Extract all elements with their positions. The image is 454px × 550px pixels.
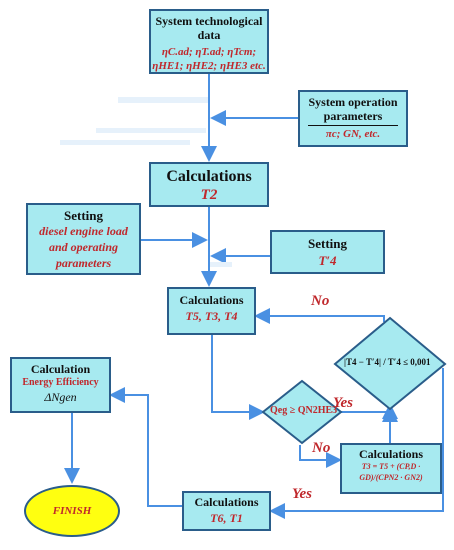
finish-terminal: FINISH xyxy=(24,485,120,537)
setting-engine-box: Setting diesel engine load and operating… xyxy=(26,203,141,275)
calc-t5-box: Calculations T5, T3, T4 xyxy=(167,287,256,335)
decision-diamond xyxy=(261,379,343,445)
setting-engine-title: Setting xyxy=(64,208,103,223)
finish-label: FINISH xyxy=(52,505,92,517)
setting-engine-text: diesel engine load and operating paramet… xyxy=(39,224,128,270)
decision-expression: Qeg ≥ QN2HE3 xyxy=(270,405,338,416)
label-yes-bottom: Yes xyxy=(292,486,312,502)
arrow-check-no xyxy=(254,308,385,324)
calc-t5-value: T5, T3, T4 xyxy=(185,309,238,323)
ghost-mark xyxy=(96,128,206,133)
operation-title: System operation parameters xyxy=(308,95,398,123)
calc-t3-title: Calculations xyxy=(358,447,423,461)
calc-t2-box: Calculations T2 xyxy=(149,162,269,207)
efficiency-value: ΔNgen xyxy=(44,390,77,404)
calc-t3-formula: T3 = T5 + (CP,D · GD)/(CPN2 · GN2) xyxy=(359,462,423,482)
arrow-check-yes xyxy=(269,368,444,519)
calc-t6-value: T6, T1 xyxy=(210,511,243,525)
ghost-mark xyxy=(210,262,232,267)
tech-data-line1: ηC.ad; ηT.ad; ηTcm; xyxy=(161,46,257,58)
efficiency-title: Calculation xyxy=(30,362,91,376)
label-no-top: No xyxy=(311,293,330,309)
check-expression: |T4 − T′4| / T′4 ≤ 0,001 xyxy=(344,357,431,367)
arrow-decision-no xyxy=(299,445,342,468)
tech-data-line2: ηHE1; ηHE2; ηHE3 etc. xyxy=(152,60,266,72)
calc-t3-box: Calculations T3 = T5 + (CP,D · GD)/(CPN2… xyxy=(340,443,442,494)
operation-box: System operation parameters πc; GN, etc. xyxy=(298,90,408,147)
calc-t6-title: Calculations xyxy=(194,495,259,509)
calc-t5-title: Calculations xyxy=(179,293,244,307)
ghost-mark xyxy=(118,97,208,103)
calc-t6-box: Calculations T6, T1 xyxy=(182,491,271,531)
label-yes-mid: Yes xyxy=(333,395,353,411)
tech-data-title: System technological data xyxy=(155,14,263,42)
tech-data-box: System technological data ηC.ad; ηT.ad; … xyxy=(149,9,269,74)
calc-t2-value: T2 xyxy=(200,187,218,203)
arrow-t6-to-efficiency xyxy=(109,387,182,507)
efficiency-box: Calculation Energy Efficiency ΔNgen xyxy=(10,357,111,413)
efficiency-subtitle: Energy Efficiency xyxy=(22,377,99,388)
operation-params: πc; GN, etc. xyxy=(325,128,381,140)
label-no-mid: No xyxy=(312,440,331,456)
arrow-t5-to-decision xyxy=(211,335,265,420)
setting-t4-box: Setting T′4 xyxy=(270,230,385,274)
setting-t4-value: T′4 xyxy=(318,253,337,268)
calc-t2-title: Calculations xyxy=(166,168,252,185)
ghost-mark xyxy=(60,140,190,145)
setting-t4-title: Setting xyxy=(308,236,347,251)
operation-rule xyxy=(308,125,398,126)
check-diamond xyxy=(333,316,447,411)
